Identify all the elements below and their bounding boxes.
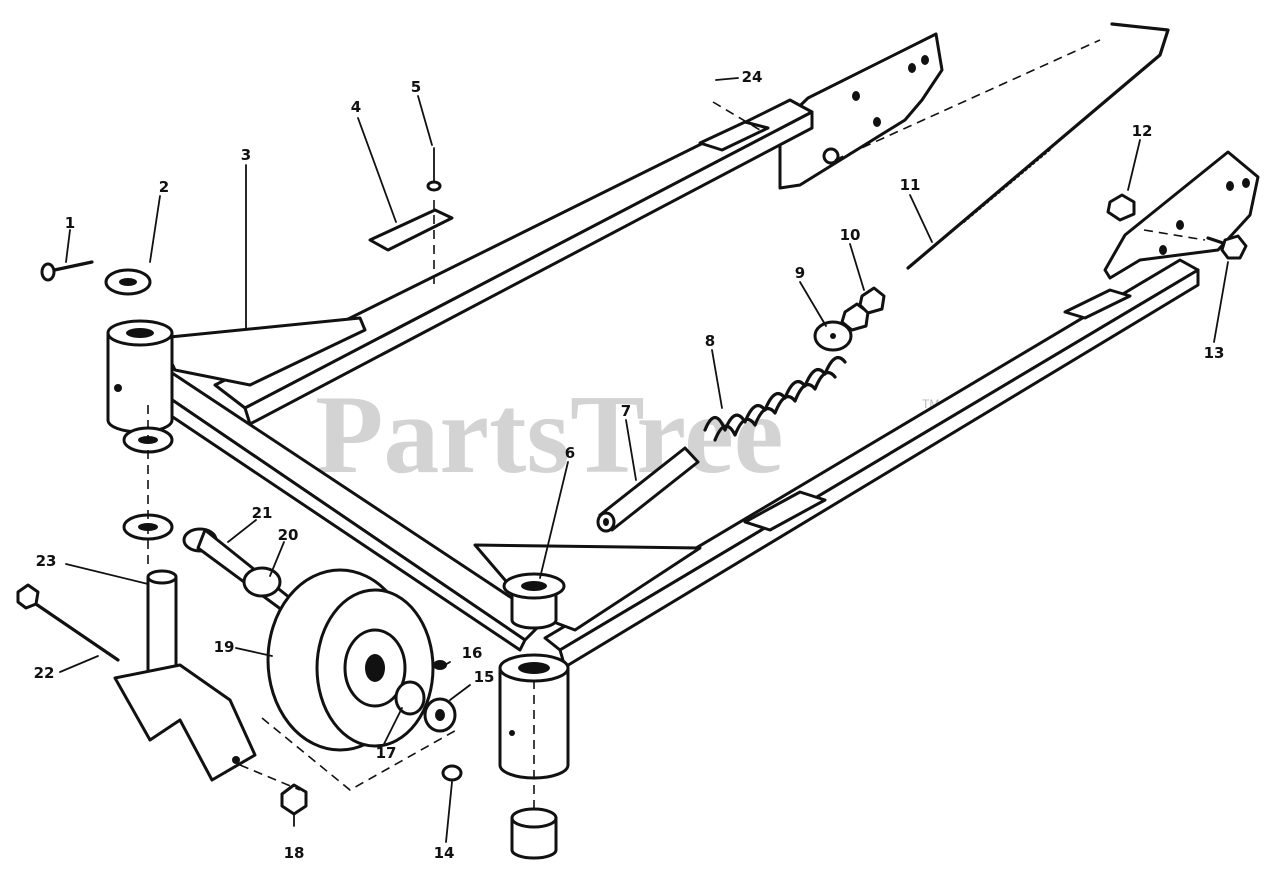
callout-15: 15 (474, 668, 495, 686)
wheel-19 (266, 568, 435, 752)
callout-1: 1 (65, 214, 75, 232)
rear-mount-plate-upper (778, 32, 944, 190)
callout-5: 5 (411, 78, 421, 96)
callout-22: 22 (34, 664, 55, 682)
callout-14: 14 (434, 844, 455, 862)
callout-7: 7 (621, 402, 631, 420)
nut-12 (1106, 193, 1136, 222)
assembly-centerlines (147, 101, 1206, 815)
bolt-14 (441, 764, 463, 782)
spacer-tube-7 (596, 446, 700, 533)
callout-3: 3 (241, 146, 251, 164)
axle-21-20 (182, 527, 292, 612)
callout-21: 21 (252, 504, 273, 522)
bushing-6-upper (502, 572, 566, 630)
callout-6: 6 (565, 444, 575, 462)
bolt-22 (16, 583, 120, 662)
callout-17: 17 (376, 744, 397, 762)
callout-18: 18 (284, 844, 305, 862)
callout-8: 8 (705, 332, 715, 350)
watermark: PartsTree (315, 373, 784, 497)
callout-12: 12 (1132, 122, 1153, 140)
callout-9: 9 (795, 264, 805, 282)
rear-mount-plate-right (1103, 150, 1260, 280)
callout-24: 24 (742, 68, 763, 86)
callout-23: 23 (36, 552, 57, 570)
washer-2 (104, 268, 152, 296)
callout-19: 19 (214, 638, 235, 656)
bearing-17-15-16 (394, 660, 457, 733)
bolt-13 (1206, 234, 1248, 260)
screw-5 (426, 147, 442, 192)
nut-18 (280, 783, 308, 816)
nuts-10 (840, 286, 886, 332)
caster-fork-23 (113, 569, 257, 782)
callout-11: 11 (900, 176, 921, 194)
washer-9 (813, 320, 853, 352)
spring-8 (703, 356, 847, 442)
callout-16: 16 (462, 644, 483, 662)
callout-2: 2 (159, 178, 169, 196)
callout-13: 13 (1204, 344, 1225, 362)
callout-10: 10 (840, 226, 861, 244)
callout-4: 4 (351, 98, 361, 116)
bushing-lower (510, 807, 558, 860)
callout-20: 20 (278, 526, 299, 544)
pin-1 (40, 260, 94, 282)
plate-4 (368, 208, 454, 252)
callout-leaders (59, 77, 1229, 843)
adjusting-rod (834, 22, 1170, 270)
